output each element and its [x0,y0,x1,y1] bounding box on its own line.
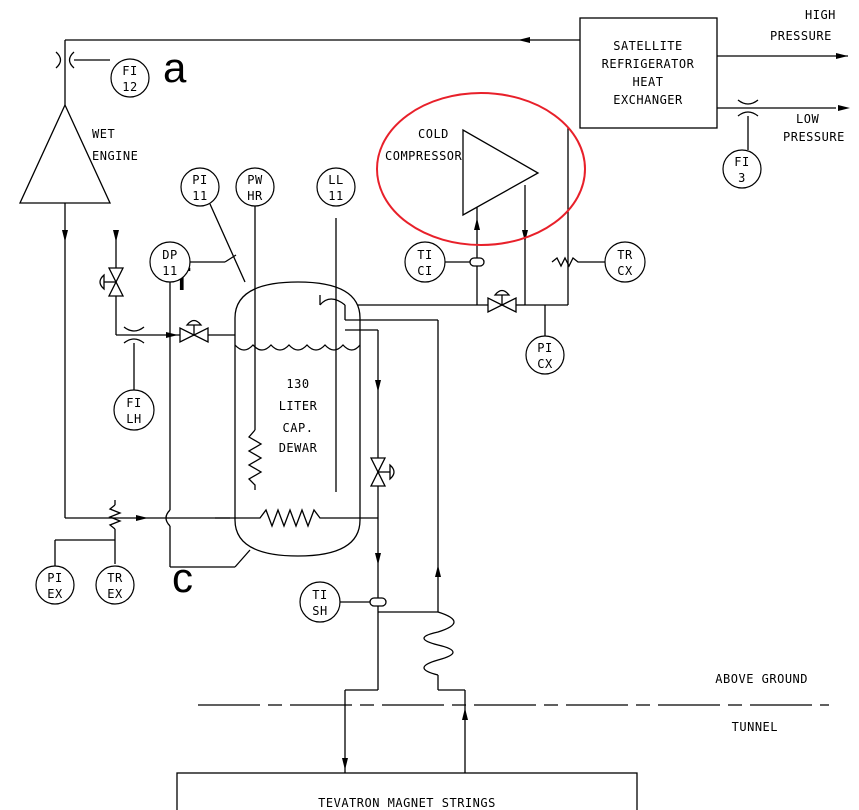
svg-text:TR: TR [617,248,633,262]
instrument-picx: PI CX [525,335,565,375]
svg-text:LH: LH [126,412,141,426]
cold-compressor-label-2: COMPRESSOR [385,149,463,163]
svg-text:11: 11 [162,264,177,278]
hx-label-4: EXCHANGER [613,93,683,107]
dewar-label-1: 130 [286,377,309,391]
instrument-trex: TR EX [95,565,135,605]
instrument-pwhr: PW HR [235,167,275,207]
bypass-line [340,330,395,665]
hx-label-3: HEAT [633,75,664,89]
dewar-label-2: LITER [279,399,318,413]
instrument-piex: PI EX [35,565,75,605]
svg-text:CX: CX [537,357,553,371]
cold-compressor-label-1: COLD [418,127,449,141]
svg-text:3: 3 [738,171,746,185]
svg-text:PW: PW [247,173,263,187]
heat-exchanger-box: SATELLITE REFRIGERATOR HEAT EXCHANGER [579,17,718,129]
svg-text:PI: PI [537,341,552,355]
tunnel-label: TUNNEL [732,720,778,734]
wet-engine-label-2: ENGINE [92,149,138,163]
instrument-tici: TI CI [404,241,485,283]
instrument-tish: TI SH [299,581,341,623]
highlight-ellipse [376,92,586,246]
svg-text:TI: TI [417,248,432,262]
svg-text:FI: FI [734,155,749,169]
svg-text:11: 11 [328,189,343,203]
low-pressure-label-2: PRESSURE [783,130,845,144]
svg-text:FI: FI [126,396,141,410]
svg-text:PI: PI [47,571,62,585]
dewar-label-3: CAP. [283,421,314,435]
svg-text:12: 12 [122,80,137,94]
instrument-dp11: DP 11 [149,241,251,568]
fill-line [99,230,235,390]
transfer-coil [342,611,468,773]
dewar-vessel: 130 LITER CAP. DEWAR [215,180,441,612]
wet-engine-label-1: WET [92,127,115,141]
high-pressure-line: HIGH PRESSURE [717,8,848,59]
instrument-fi12: FI 12 [110,58,150,98]
high-pressure-label-2: PRESSURE [770,29,832,43]
svg-text:LL: LL [328,173,343,187]
magnet-strings-label: TEVATRON MAGNET STRINGS [318,796,496,810]
high-pressure-label-1: HIGH [805,8,836,22]
ground-line: ABOVE GROUND TUNNEL [198,672,829,734]
instrument-ll11: LL 11 [316,167,356,207]
svg-text:EX: EX [107,587,123,601]
svg-text:HR: HR [247,189,263,203]
svg-text:FI: FI [122,64,137,78]
hx-label-2: REFRIGERATOR [602,57,695,71]
hx-label-1: SATELLITE [613,39,683,53]
instrument-pi11: PI 11 [180,167,246,283]
exhaust-heater [54,500,148,568]
low-pressure-line: LOW PRESSURE [717,99,850,150]
instrument-trcx: TR CX [551,241,646,283]
svg-text:DP: DP [162,248,177,262]
svg-text:11: 11 [192,189,207,203]
instrument-filh: FI LH [113,389,155,431]
svg-text:CX: CX [617,264,633,278]
magnet-strings-box: TEVATRON MAGNET STRINGS [176,772,638,810]
svg-text:TR: TR [107,571,123,585]
svg-text:TI: TI [312,588,327,602]
top-return-line [64,37,580,105]
svg-text:SH: SH [312,604,327,618]
above-ground-label: ABOVE GROUND [715,672,808,686]
svg-text:CI: CI [417,264,432,278]
instrument-fi3: FI 3 [722,149,762,189]
wet-engine: WET ENGINE [18,51,230,519]
dewar-label-4: DEWAR [279,441,318,455]
svg-text:EX: EX [47,587,63,601]
low-pressure-label-1: LOW [796,112,819,126]
edge-fragment-bottom: c [172,554,193,601]
edge-fragment-top: a [163,44,187,91]
cold-compressor: COLD COMPRESSOR [385,127,569,306]
svg-text:PI: PI [192,173,207,187]
